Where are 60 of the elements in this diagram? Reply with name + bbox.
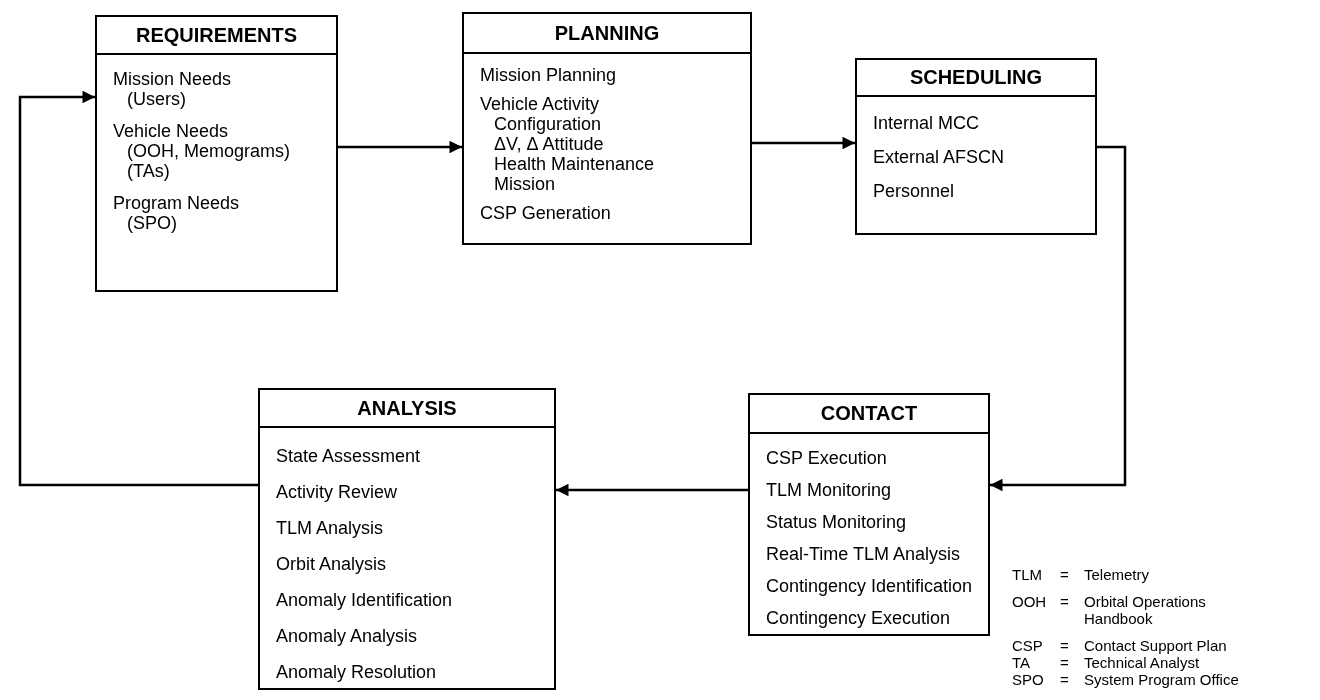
list-item: Anomaly Identification [276,590,453,610]
abbreviation: TLM [1012,566,1042,585]
arrow [338,140,462,154]
arrow [18,90,258,487]
list-item: Mission Needs [113,69,232,89]
list-item: (TAs) [127,161,170,181]
list-item: CSP Generation [480,203,611,223]
list-item: TLM Analysis [276,518,384,538]
equals-sign: = [1060,593,1069,612]
box-heading: CONTACT [750,395,988,434]
list-item: Anomaly Analysis [276,626,418,646]
list-item: Anomaly Resolution [276,662,437,682]
list-item: Orbit Analysis [276,554,387,574]
abbreviation: TA [1012,654,1031,671]
process-box [855,58,1097,235]
box-heading: SCHEDULING [857,60,1095,97]
process-box [462,12,752,245]
arrow [752,136,855,150]
list-item: TLM Monitoring [766,480,892,500]
equals-sign: = [1060,566,1069,585]
abbreviation-meaning: Contact Support Plan [1084,637,1228,654]
list-item: Vehicle Activity [480,94,600,114]
arrow [990,145,1127,492]
box-heading: ANALYSIS [260,390,554,428]
equals-sign: = [1060,654,1069,671]
arrow [556,483,748,497]
list-item: Contingency Identification [766,576,973,596]
list-item: Mission Planning [480,65,617,85]
process-box [95,15,338,292]
equals-sign: = [1060,671,1069,688]
abbreviation-meaning: Telemetry [1084,566,1151,583]
list-item: ΔV, Δ Attitude [494,134,604,154]
list-item: Activity Review [276,482,398,502]
abbreviation: OOH [1012,593,1047,612]
box-heading: REQUIREMENTS [97,17,336,55]
list-item: CSP Execution [766,448,887,468]
list-item: (SPO) [127,213,177,233]
list-item: (OOH, Memograms) [127,141,290,161]
list-item: External AFSCN [873,147,1005,167]
process-box [748,393,990,636]
list-item: Personnel [873,181,955,201]
process-box [258,388,556,690]
list-item: Configuration [494,114,602,134]
abbreviation-meaning: Technical Analyst [1084,654,1201,671]
list-item: Program Needs [113,193,240,213]
abbreviation-meaning: System Program Office [1084,671,1240,688]
list-item: State Assessment [276,446,421,466]
abbreviation-meaning: Orbital Operations Handbook [1084,593,1207,627]
list-item: Health Maintenance [494,154,655,174]
list-item: Internal MCC [873,113,980,133]
abbreviation: SPO [1012,671,1044,688]
list-item: Status Monitoring [766,512,907,532]
abbreviation: CSP [1012,637,1043,654]
box-heading: PLANNING [464,14,750,54]
list-item: Mission [494,174,555,194]
list-item: Contingency Execution [766,608,951,628]
list-item: Real-Time TLM Analysis [766,544,961,564]
list-item: (Users) [127,89,186,109]
list-item: Vehicle Needs [113,121,229,141]
equals-sign: = [1060,637,1069,654]
